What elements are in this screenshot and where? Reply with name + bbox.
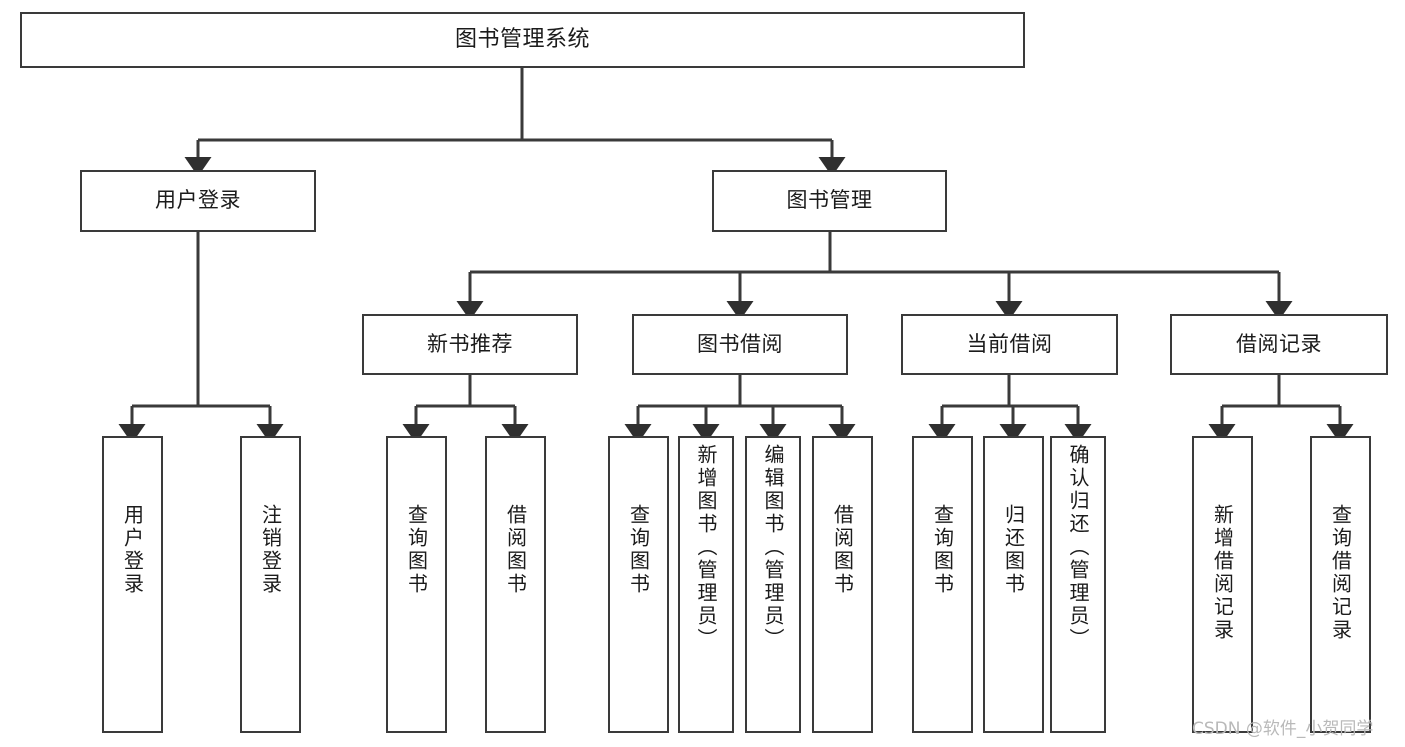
node-book-management-system[interactable]: 图书管理系统 <box>20 12 1025 68</box>
node-label: 借阅图书 <box>830 504 855 596</box>
leaf-return-book[interactable]: 归还图书 <box>983 436 1044 733</box>
node-label: 新书推荐 <box>427 331 513 356</box>
leaf-confirm-return-admin[interactable]: 确认归还（管理员） <box>1050 436 1106 733</box>
leaf-edit-book-admin[interactable]: 编辑图书（管理员） <box>745 436 801 733</box>
leaf-query-book-current[interactable]: 查询图书 <box>912 436 973 733</box>
node-user-login[interactable]: 用户登录 <box>80 170 316 232</box>
node-label: 确认归还（管理员） <box>1066 444 1090 651</box>
node-label: 查询图书 <box>930 504 955 596</box>
node-label: 图书借阅 <box>697 331 783 356</box>
node-label: 借阅图书 <box>503 504 528 596</box>
node-label: 新增图书（管理员） <box>694 444 718 651</box>
node-label: 用户登录 <box>120 504 145 596</box>
node-label: 查询借阅记录 <box>1328 504 1353 642</box>
node-label: 编辑图书（管理员） <box>761 444 785 651</box>
node-label: 查询图书 <box>404 504 429 596</box>
node-borrowing-records[interactable]: 借阅记录 <box>1170 314 1388 375</box>
node-label: 新增借阅记录 <box>1210 504 1235 642</box>
node-label: 图书管理系统 <box>454 26 590 52</box>
leaf-user-login[interactable]: 用户登录 <box>102 436 163 733</box>
leaf-query-book-recommendation[interactable]: 查询图书 <box>386 436 447 733</box>
node-label: 查询图书 <box>626 504 651 596</box>
node-label: 图书管理 <box>786 188 873 213</box>
node-label: 注销登录 <box>258 504 283 596</box>
leaf-borrow-book[interactable]: 借阅图书 <box>812 436 873 733</box>
csdn-watermark: CSDN @软件_小贺同学 <box>1192 719 1374 739</box>
node-label: 借阅记录 <box>1236 331 1322 356</box>
leaf-borrow-book-recommendation[interactable]: 借阅图书 <box>485 436 546 733</box>
leaf-add-borrow-record[interactable]: 新增借阅记录 <box>1192 436 1253 733</box>
node-current-borrowing[interactable]: 当前借阅 <box>901 314 1118 375</box>
node-label: 用户登录 <box>155 188 241 213</box>
node-label: 归还图书 <box>1001 504 1026 596</box>
node-book-borrowing[interactable]: 图书借阅 <box>632 314 848 375</box>
node-new-book-recommendation[interactable]: 新书推荐 <box>362 314 578 375</box>
node-book-management[interactable]: 图书管理 <box>712 170 947 232</box>
leaf-query-borrow-record[interactable]: 查询借阅记录 <box>1310 436 1371 733</box>
node-label: 当前借阅 <box>966 331 1053 356</box>
leaf-query-book-borrowing[interactable]: 查询图书 <box>608 436 669 733</box>
leaf-add-book-admin[interactable]: 新增图书（管理员） <box>678 436 734 733</box>
leaf-logout[interactable]: 注销登录 <box>240 436 301 733</box>
